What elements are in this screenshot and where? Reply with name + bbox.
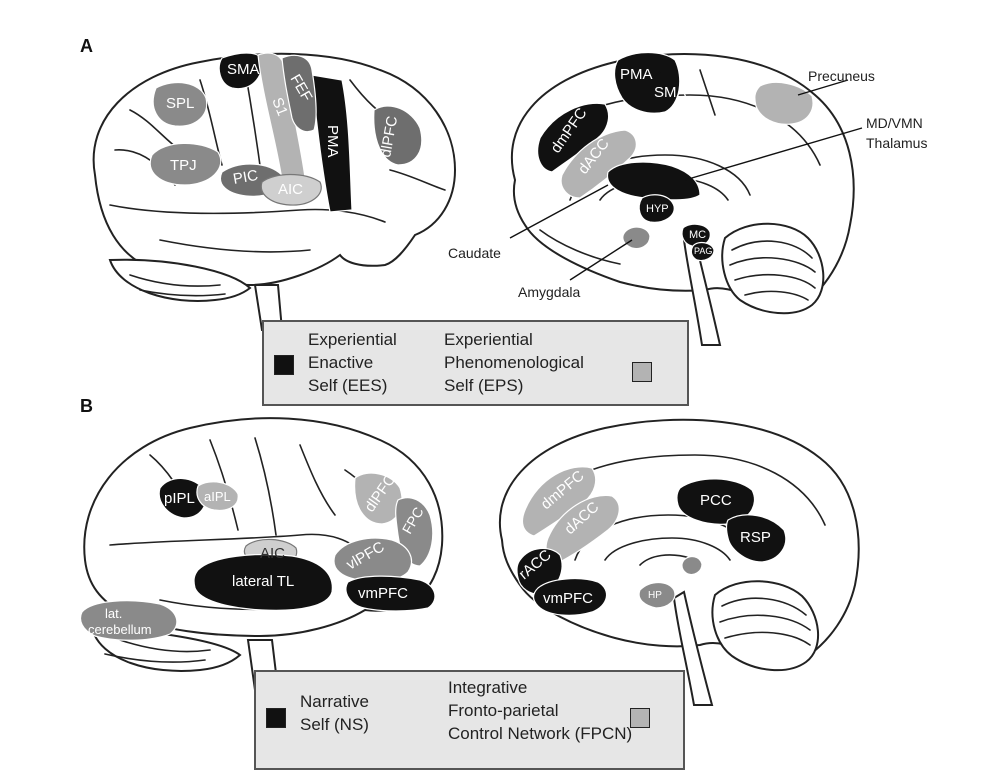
legend-a: Experiential Enactive Self (EES) Experie… xyxy=(262,320,689,406)
leader-amygdala xyxy=(569,239,633,281)
label-a-pic: PIC xyxy=(232,167,260,188)
legend-a-ees-text: Experiential Enactive Self (EES) xyxy=(308,330,397,395)
label-a-pag: PAG xyxy=(694,246,712,256)
callout-caudate: Caudate xyxy=(448,245,501,261)
label-b-vmpfc-lat: vmPFC xyxy=(358,585,408,602)
label-b-pcc: PCC xyxy=(700,492,732,509)
legend-b-ns-text: Narrative Self (NS) xyxy=(300,692,369,734)
label-a-spl: SPL xyxy=(166,95,194,112)
legend-b-fpcn-text: Integrative Fronto-parietal Control Netw… xyxy=(448,678,633,743)
label-a-mc: MC xyxy=(689,229,706,241)
label-a-s1: S1 xyxy=(268,95,291,118)
label-b-lat-cerebellum-line2: cerebellum xyxy=(88,622,152,637)
label-b-aic: AIC xyxy=(260,545,285,562)
label-b-vmpfc-med: vmPFC xyxy=(543,590,593,607)
legend-b-swatch-ns xyxy=(266,708,286,728)
leader-precuneus xyxy=(797,79,849,96)
leader-a-pma-sma xyxy=(649,71,661,81)
leader-thalamus xyxy=(684,127,863,181)
panel-a-medial-brain: PMA SMA dmPFC dACC HYP MC PAG Precuneus … xyxy=(448,51,927,346)
callout-thalamus: MD/VMN Thalamus xyxy=(866,115,927,151)
label-b-pipl: pIPL xyxy=(164,490,195,507)
callout-amygdala: Amygdala xyxy=(518,284,580,300)
panel-b-lateral-brain: pIPL aIPL dlPFC FPC AIC vlPFC lateral TL… xyxy=(79,417,444,691)
label-a-pma-lat: PMA xyxy=(324,125,341,158)
callout-thalamus-line2: Thalamus xyxy=(866,135,927,151)
leader-caudate xyxy=(509,184,609,239)
label-b-rsp: RSP xyxy=(740,529,771,546)
legend-a-swatch-eps xyxy=(632,362,652,382)
label-a-pma-med: PMA xyxy=(620,66,653,83)
panel-b-medial-brain: dmPFC dACC PCC RSP rACC vmPFC HP xyxy=(498,418,860,706)
legend-b-swatch-fpcn xyxy=(630,708,650,728)
panel-a-lateral-brain: SMA S1 FEF SPL PMA dlPFC TPJ PIC AIC xyxy=(92,52,457,331)
label-b-hp: HP xyxy=(648,590,662,601)
legend-a-swatch-ees xyxy=(274,355,294,375)
panel-letter-b: B xyxy=(80,396,93,416)
callout-precuneus: Precuneus xyxy=(808,68,875,84)
label-b-lateral-tl: lateral TL xyxy=(232,573,294,590)
label-b-aipl: aIPL xyxy=(204,489,231,504)
legend-b: Narrative Self (NS) Integrative Fronto-p… xyxy=(254,670,685,770)
label-a-sma-med: SMA xyxy=(654,84,687,101)
callout-thalamus-line1: MD/VMN xyxy=(866,115,923,131)
label-a-hyp: HYP xyxy=(646,203,669,215)
legend-a-eps-text: Experiential Phenomenological Self (EPS) xyxy=(444,330,584,395)
label-a-sma: SMA xyxy=(227,61,260,78)
label-b-lat-cerebellum: lat. cerebellum xyxy=(88,605,152,637)
label-b-lat-cerebellum-line1: lat. xyxy=(105,606,122,621)
label-a-aic: AIC xyxy=(278,181,303,198)
label-a-tpj: TPJ xyxy=(170,157,197,174)
panel-letter-a: A xyxy=(80,36,93,56)
